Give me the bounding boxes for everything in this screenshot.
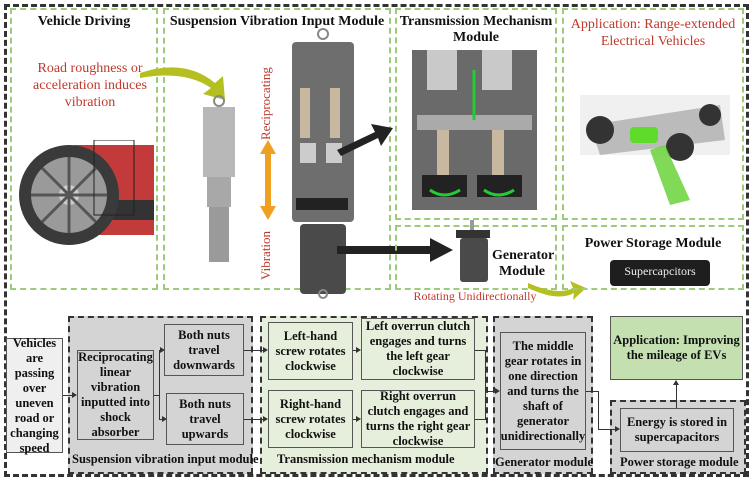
panel-suspension-input	[163, 8, 391, 290]
panel-vehicle-driving	[10, 8, 158, 290]
connector	[154, 395, 159, 396]
connector	[353, 419, 357, 420]
panel-power-storage	[562, 225, 744, 290]
connector	[244, 350, 264, 351]
transmission-module-label: Transmission mechanism module	[277, 452, 455, 466]
arrowhead-icon	[495, 388, 500, 394]
connector	[485, 391, 495, 392]
device-cutaway-image	[292, 28, 354, 299]
car-wheel-image	[19, 140, 154, 245]
black-arrow-to-transmission-icon	[337, 124, 393, 156]
nuts-up-box: Both nuts travel upwards	[166, 393, 244, 445]
connector	[485, 350, 486, 420]
shock-absorber-image	[203, 95, 235, 262]
arrowhead-icon	[356, 347, 361, 353]
storage-box: Energy is stored in supercapacitors	[620, 408, 734, 452]
application-caption: Application: Range-extended Electrical V…	[570, 17, 736, 49]
connector	[475, 419, 485, 420]
generator-caption: Rotating Unidirectionally	[413, 289, 537, 303]
connector	[598, 391, 599, 429]
arrowhead-icon	[673, 380, 679, 385]
nuts-down-box: Both nuts travel downwards	[164, 324, 244, 376]
transmission-title: Transmission Mechanism Module	[399, 14, 553, 45]
panel-generator	[395, 225, 557, 290]
right-clutch-box: Right overrun clutch engages and turns t…	[361, 389, 475, 448]
vehicle-driving-caption: Road roughness or acceleration induces v…	[33, 61, 147, 110]
suspension-input-title: Suspension Vibration Input Module	[169, 14, 385, 29]
arrowhead-icon	[162, 416, 167, 422]
application-box: Application: Improving the mileage of EV…	[610, 316, 743, 380]
left-screw-box: Left-hand screw rotates clockwise	[268, 322, 353, 380]
connector	[159, 350, 160, 420]
ev-chassis-image	[580, 95, 730, 205]
flow-start-box: Vehicles are passing over uneven road or…	[6, 336, 63, 455]
generator-image	[456, 220, 490, 282]
storage-module-label: Power storage module	[620, 455, 739, 469]
generator-module-label: Generator module	[495, 455, 594, 469]
input-main-box: Reciprocating linear vibration inputted …	[77, 350, 154, 440]
connector	[475, 350, 485, 351]
arrowhead-icon	[263, 416, 268, 422]
olive-arrow-to-storage-icon	[528, 281, 586, 300]
panel-application	[562, 8, 744, 220]
vibration-label: Vibration	[258, 230, 273, 280]
connector	[676, 383, 677, 408]
connector	[244, 419, 264, 420]
connector	[598, 429, 616, 430]
supercapacitors-image	[610, 260, 710, 286]
arrowhead-icon	[615, 426, 620, 432]
generator-box: The middle gear rotates in one direction…	[500, 332, 586, 450]
arrowhead-icon	[160, 347, 165, 353]
transmission-mechanism-image	[412, 50, 537, 210]
generator-title: Generator Module	[492, 248, 555, 279]
right-screw-box: Right-hand screw rotates clockwise	[268, 390, 353, 448]
outer-frame	[4, 4, 749, 477]
arrowhead-icon	[72, 392, 77, 398]
arrowhead-icon	[263, 347, 268, 353]
input-module-label: Suspension vibration input module	[72, 452, 259, 466]
left-clutch-box: Left overrun clutch engages and turns th…	[361, 318, 475, 380]
vibration-double-arrow-icon	[260, 140, 276, 220]
curved-arrow-icon	[140, 67, 225, 100]
connector	[586, 391, 598, 392]
arrowhead-icon	[356, 416, 361, 422]
connector	[159, 419, 164, 420]
reciprocating-label: Reciprocating	[258, 67, 273, 140]
connector	[63, 395, 75, 396]
panel-transmission	[395, 8, 557, 220]
connector	[353, 350, 357, 351]
vehicle-driving-title: Vehicle Driving	[37, 14, 131, 29]
power-storage-title: Power Storage Module	[584, 236, 722, 251]
supercapacitors-label: Supercapcitors	[624, 264, 696, 278]
